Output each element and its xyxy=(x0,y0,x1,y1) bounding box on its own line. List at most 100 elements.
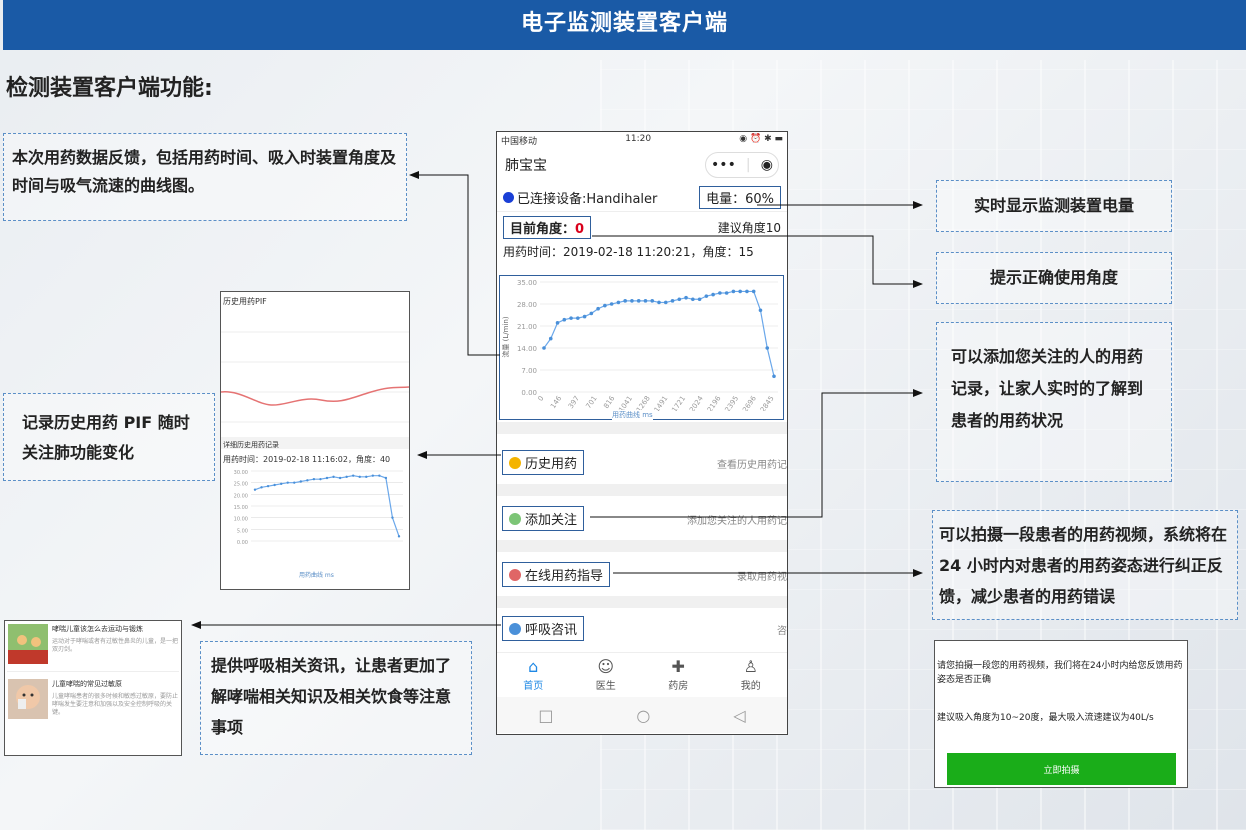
tab-doctor[interactable]: ☺医生 xyxy=(576,653,636,694)
shoot-now-button[interactable]: 立即拍摄 xyxy=(947,753,1176,785)
home-icon: ⌂ xyxy=(528,657,539,676)
back-icon[interactable]: ◁ xyxy=(733,705,746,725)
data-point xyxy=(718,291,722,295)
video-icon xyxy=(509,568,521,581)
section-gap xyxy=(497,596,787,608)
video-panel: 请您拍摄一段您的用药视频，我们将在24小时内给您反馈用药姿态是否正确 建议吸入角… xyxy=(934,640,1188,788)
data-point xyxy=(569,316,573,320)
x-tick-label: 2196 xyxy=(706,394,723,411)
history-medication-button[interactable]: 历史用药 xyxy=(502,450,585,475)
news-title: 哮喘儿童该怎么去运动与锻炼 xyxy=(52,625,143,633)
news-panel: 哮喘儿童该怎么去运动与锻炼 运动对于哮喘或者有过敏性鼻炎的儿童，是一把双刃剑。 … xyxy=(4,620,182,756)
data-point xyxy=(319,477,322,481)
data-point xyxy=(266,484,270,488)
x-tick-label: 397 xyxy=(567,395,581,411)
data-point xyxy=(643,299,648,303)
data-point xyxy=(603,303,607,308)
x-tick-label: 1491 xyxy=(653,395,670,411)
data-point xyxy=(358,475,361,479)
data-point xyxy=(751,289,756,294)
tab-home[interactable]: ⌂ 首页 xyxy=(503,653,563,694)
data-point xyxy=(548,336,553,341)
data-point xyxy=(325,476,329,480)
recent-apps-icon[interactable]: □ xyxy=(538,705,554,725)
news-item[interactable]: 哮喘儿童该怎么去运动与锻炼 运动对于哮喘或者有过敏性鼻炎的儿童，是一把双刃剑。 xyxy=(5,621,181,667)
more-icon[interactable]: ••• xyxy=(711,157,736,173)
data-point xyxy=(677,297,682,302)
y-tick-label: 5.00 xyxy=(237,528,248,534)
data-point xyxy=(562,317,567,322)
data-point xyxy=(596,306,600,311)
menu-hint: 咨 xyxy=(777,626,787,637)
y-tick-label: 14.00 xyxy=(517,345,537,353)
add-icon xyxy=(509,512,521,525)
callout-feedback: 本次用药数据反馈，包括用药时间、吸入时装置角度及时间与吸气流速的曲线图。 xyxy=(3,133,407,221)
data-point xyxy=(630,299,634,303)
data-point xyxy=(711,292,715,297)
data-point xyxy=(253,488,257,491)
tab-label: 我的 xyxy=(740,681,761,692)
x-tick-label: 1268 xyxy=(635,395,652,411)
x-tick-label: 2395 xyxy=(723,395,740,411)
data-point xyxy=(299,480,303,483)
menu-label: 在线用药指导 xyxy=(525,569,604,584)
pharmacy-icon: ✚ xyxy=(671,657,685,676)
data-point xyxy=(332,475,335,479)
record-title: 详细历史用药记录 xyxy=(223,441,279,449)
callout-video: 可以拍摄一段患者的用药视频，系统将在 24 小时内对患者的用药姿态进行纠正反馈，… xyxy=(932,510,1238,620)
y-tick-label: 0.00 xyxy=(237,540,248,546)
history-panel-title: 历史用药PIF xyxy=(223,297,267,306)
header-title: 电子监测装置客户端 xyxy=(3,0,1246,50)
y-tick-label: 25.00 xyxy=(234,482,248,488)
app-title: 肺宝宝 xyxy=(505,158,547,174)
data-point xyxy=(704,294,709,298)
arrow-feedback xyxy=(409,171,500,356)
y-tick-label: 15.00 xyxy=(234,505,248,511)
data-point xyxy=(772,374,776,379)
video-text2: 建议吸入角度为10~20度，最大吸入流速建议为40L/s xyxy=(937,713,1154,723)
news-title: 儿童哮喘的常见过敏原 xyxy=(52,680,122,688)
section-title: 检测装置客户端功能: xyxy=(6,76,213,101)
tab-pharmacy[interactable]: ✚药房 xyxy=(648,653,708,694)
tab-label: 首页 xyxy=(523,681,544,692)
menu-label: 呼吸咨讯 xyxy=(525,623,578,638)
capsule-divider: | xyxy=(745,157,751,173)
y-tick-label: 0.00 xyxy=(521,389,537,397)
add-follow-button[interactable]: 添加关注 xyxy=(502,506,585,531)
data-point xyxy=(758,308,763,313)
section-gap xyxy=(497,484,787,496)
y-tick-label: 35.00 xyxy=(517,279,537,287)
callout-info: 提供呼吸相关资讯，让患者更加了解哮喘相关知识及相关饮食等注意事项 xyxy=(200,641,472,755)
callout-follow: 可以添加您关注的人的用药记录，让家人实时的了解到患者的用药状况 xyxy=(936,322,1172,482)
callout-pif: 记录历史用药 PIF 随时关注肺功能变化 xyxy=(3,393,215,481)
status-icons: ◉ ⏰ ✱ ▬ xyxy=(739,134,783,144)
phone-screen: 中国移动 11:20 ◉ ⏰ ✱ ▬ 肺宝宝 ••• | ◉ 已连接设备:Han… xyxy=(496,131,788,735)
user-icon: ♙ xyxy=(743,657,758,676)
y-tick-label: 10.00 xyxy=(234,517,248,523)
data-point xyxy=(351,474,355,477)
news-item[interactable]: 儿童哮喘的常见过敏原 儿童哮喘患者的很多时候和敏感过敏原，要防止哮喘发生要注意和… xyxy=(5,676,181,722)
home-nav-icon[interactable]: ○ xyxy=(636,705,651,725)
y-tick-label: 7.00 xyxy=(521,367,537,375)
close-icon[interactable]: ◉ xyxy=(760,157,773,173)
data-point xyxy=(293,481,296,484)
menu-hint: 查看历史用药记 xyxy=(717,460,787,471)
respiratory-news-button[interactable]: 呼吸咨讯 xyxy=(502,616,585,641)
data-point xyxy=(684,295,688,300)
data-point xyxy=(650,299,655,303)
system-nav-bar: □ ○ ◁ xyxy=(497,697,787,733)
data-point xyxy=(670,299,675,303)
history-divider xyxy=(221,437,409,449)
news-text: 运动对于哮喘或者有过敏性鼻炎的儿童，是一把双刃剑。 xyxy=(52,638,179,653)
y-axis-label: 流量 (L/min) xyxy=(501,316,510,357)
current-angle-label: 目前角度： xyxy=(510,221,576,237)
tab-mine[interactable]: ♙ 我的 xyxy=(721,653,781,694)
data-point xyxy=(609,302,614,306)
device-row: 已连接设备:Handihaler 电量：60% xyxy=(497,184,787,212)
record-line: 用药时间：2019-02-18 11:16:02，角度：40 xyxy=(223,455,391,464)
online-guidance-button[interactable]: 在线用药指导 xyxy=(502,562,611,587)
x-tick-label: 1041 xyxy=(617,395,634,411)
current-angle: 目前角度：0 xyxy=(503,215,592,239)
